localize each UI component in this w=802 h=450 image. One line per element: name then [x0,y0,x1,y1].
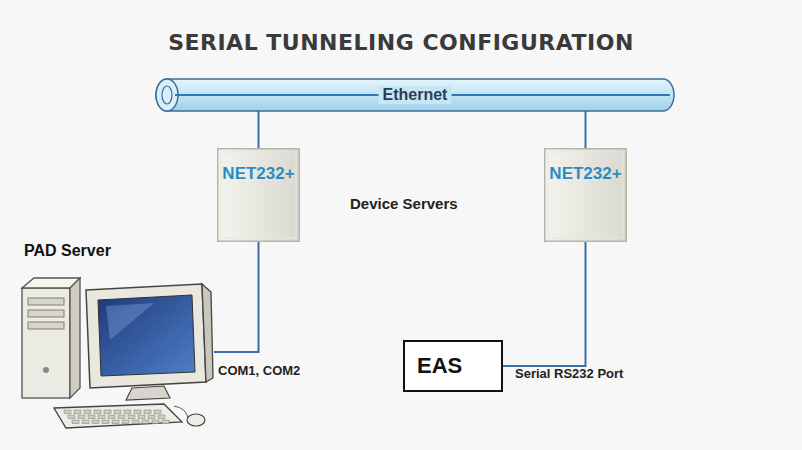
key [104,410,111,414]
key [92,420,99,424]
monitor-bezel [86,284,206,388]
key [144,410,151,414]
key [112,420,119,424]
serial-cable [585,110,587,148]
key [148,415,155,419]
device-bevel [221,152,296,238]
screen-glare [106,303,154,340]
group-label: Device Servers [350,195,458,212]
eas-label: EAS [417,353,462,379]
tower-side [70,278,80,398]
device-housing [218,149,300,242]
monitor-stand [126,386,170,400]
key [78,415,85,419]
key [84,410,91,414]
drive-bay [28,322,64,329]
serial-cable [258,110,260,148]
key [128,415,135,419]
pipe-end [156,79,178,111]
monitor-screen [98,295,195,376]
key [132,420,139,424]
device-label: NET232+ [222,164,294,184]
key [134,410,141,414]
key [74,410,81,414]
keyboard [54,404,182,428]
key [124,410,131,414]
tower-case [22,288,70,398]
device-bevel [548,152,623,238]
diagram-title: SERIAL TUNNELING CONFIGURATION [0,30,802,55]
key [152,420,159,424]
serial-cable [503,242,586,366]
pipe-body [156,79,674,111]
device-server-box: NET232+ [217,148,300,242]
device-housing [545,149,627,242]
port-label: Serial RS232 Port [515,366,623,381]
drive-bay [28,298,64,305]
mouse [187,414,205,426]
device-graphic [217,148,300,242]
key [154,410,161,414]
key [94,410,101,414]
key [118,415,125,419]
pipe-bore [162,86,172,104]
port-label: COM1, COM2 [218,363,300,378]
key [142,420,149,424]
key [102,420,109,424]
power-button [43,367,49,373]
key [122,420,129,424]
monitor-side [202,284,213,382]
device-server-box: NET232+ [544,148,627,242]
key [68,415,75,419]
pipe-label: Ethernet [379,86,452,104]
serial-cable [214,242,259,352]
key [158,415,165,419]
eas-box: EAS [403,340,503,392]
ethernet-pipe: Ethernet [150,78,680,112]
key [64,410,71,414]
device-label: NET232+ [549,164,621,184]
key [72,420,79,424]
computer-label: PAD Server [24,242,111,260]
computer-illustration [14,270,214,440]
device-graphic [544,148,627,242]
drive-bay [28,310,64,317]
key [82,420,89,424]
key [114,410,121,414]
pad-server-computer: PAD Server [14,238,214,443]
key [162,420,169,424]
key [98,415,105,419]
key [108,415,115,419]
key [138,415,145,419]
mouse-cord [174,406,188,418]
key [88,415,95,419]
